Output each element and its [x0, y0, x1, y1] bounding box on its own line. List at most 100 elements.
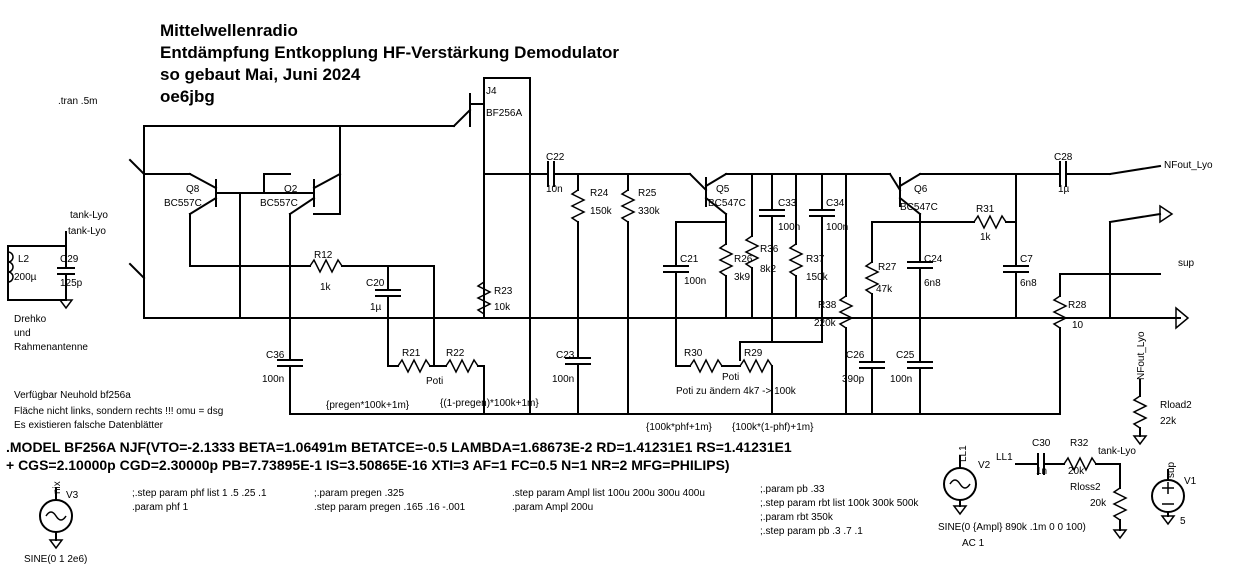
- transistor-q5[interactable]: [688, 172, 773, 245]
- transistor-q6[interactable]: [888, 172, 1061, 223]
- resistor-r24[interactable]: [570, 173, 586, 319]
- r21-poti-label: Poti: [426, 376, 443, 387]
- resistor-rload2[interactable]: [1132, 379, 1148, 446]
- resistor-r27[interactable]: [864, 221, 880, 319]
- resistor-r36[interactable]: [744, 173, 760, 319]
- c30-value: 1n: [1036, 466, 1047, 477]
- r12-value: 1k: [320, 282, 332, 293]
- capacitor-c21[interactable]: [663, 221, 727, 367]
- r26-value: 3k9: [734, 272, 751, 283]
- resistor-r25[interactable]: [620, 173, 636, 415]
- directive-pb-param[interactable]: ;.param pb .33: [760, 484, 825, 495]
- note-poti-change: Poti zu ändern 4k7 -> 100k: [676, 386, 797, 397]
- v3-value: SINE(0 1 2e6): [24, 554, 87, 565]
- c21-value: 100n: [684, 276, 706, 287]
- l2-value: 200µ: [14, 272, 37, 283]
- resistor-r26[interactable]: [718, 243, 734, 319]
- capacitor-c20[interactable]: [375, 265, 401, 367]
- resistor-rloss2[interactable]: [1112, 463, 1128, 540]
- capacitor-c33[interactable]: [739, 173, 785, 343]
- resistor-r38[interactable]: [838, 173, 854, 415]
- capacitor-c23[interactable]: [565, 317, 591, 415]
- ground-rail: [143, 306, 1190, 330]
- directive-pregen-param[interactable]: ;.param pregen .325: [314, 488, 404, 499]
- capacitor-c28[interactable]: [1015, 161, 1162, 267]
- directive-pb-step[interactable]: ;.step param pb .3 .7 .1: [760, 526, 863, 537]
- directive-ampl-step[interactable]: .step param Ampl list 100u 200u 300u 400…: [512, 488, 705, 499]
- r25-name: R25: [638, 188, 657, 199]
- c36-name: C36: [266, 350, 285, 361]
- capacitor-c25[interactable]: [907, 317, 933, 415]
- c22-name: C22: [546, 152, 565, 163]
- net-sup-1: sup: [1178, 258, 1195, 269]
- r38-name: R38: [818, 300, 837, 311]
- directive-rbt-step[interactable]: ;.step param rbt list 100k 300k 500k: [760, 498, 919, 509]
- r24-name: R24: [590, 188, 609, 199]
- resistor-r23[interactable]: [476, 281, 492, 315]
- resistor-r28[interactable]: [1052, 212, 1162, 415]
- capacitor-c7[interactable]: [1003, 265, 1029, 319]
- c23-name: C23: [556, 350, 575, 361]
- capacitor-c26[interactable]: [859, 317, 885, 415]
- capacitor-c24[interactable]: [907, 221, 933, 319]
- r23-name: R23: [494, 286, 513, 297]
- voltage-source-v1[interactable]: [1151, 469, 1185, 526]
- capacitor-c22[interactable]: [483, 161, 691, 187]
- transistor-q8[interactable]: [143, 172, 241, 267]
- c23-value: 100n: [552, 374, 574, 385]
- r22-name: R22: [446, 348, 465, 359]
- voltage-source-v3[interactable]: [39, 487, 73, 550]
- resistor-r32[interactable]: [1063, 456, 1121, 472]
- c29-name: C29: [60, 254, 79, 265]
- r31-name: R31: [976, 204, 995, 215]
- capacitor-c36[interactable]: [277, 317, 303, 415]
- resistor-r31[interactable]: [967, 214, 1017, 230]
- r36-value: 8k2: [760, 264, 777, 275]
- note-drehko-3: Rahmenantenne: [14, 342, 88, 353]
- r32-name: R32: [1070, 438, 1089, 449]
- voltage-source-v2[interactable]: [943, 455, 977, 516]
- directive-phf-param[interactable]: .param phf 1: [132, 502, 189, 513]
- capacitor-c30[interactable]: [1015, 453, 1065, 475]
- c24-name: C24: [924, 254, 943, 265]
- transistor-q2[interactable]: [239, 125, 342, 319]
- model-line-2[interactable]: + CGS=2.10000p CGD=2.30000p PB=7.73895E-…: [6, 457, 730, 473]
- tran-directive[interactable]: .tran .5m: [58, 96, 97, 107]
- v2-ac: AC 1: [962, 538, 985, 549]
- c28-name: C28: [1054, 152, 1073, 163]
- capacitor-c34[interactable]: [771, 173, 835, 343]
- model-line-1[interactable]: .MODEL BF256A NJF(VTO=-2.1333 BETA=1.064…: [6, 439, 792, 455]
- poti-r30-r29[interactable]: [675, 341, 773, 415]
- r32-value: 20k: [1068, 466, 1085, 477]
- note-avail-2: Fläche nicht links, sondern rechts !!! o…: [14, 406, 223, 417]
- directive-ampl-param[interactable]: .param Ampl 200u: [512, 502, 593, 513]
- r26-name: R26: [734, 254, 753, 265]
- directive-phf-step[interactable]: ;.step param phf list 1 .5 .25 .1: [132, 488, 267, 499]
- resistor-r37[interactable]: [788, 173, 804, 319]
- tank-circuit[interactable]: [7, 231, 75, 310]
- j4-value: BF256A: [486, 108, 522, 119]
- directive-pregen-step[interactable]: .step param pregen .165 .16 -.001: [314, 502, 466, 513]
- v3-name: V3: [66, 490, 79, 501]
- r37-value: 150k: [806, 272, 829, 283]
- q5-name: Q5: [716, 184, 730, 195]
- v1-value: 5: [1180, 516, 1186, 527]
- r38-value: 220k: [814, 318, 837, 329]
- note-drehko-1: Drehko: [14, 314, 47, 325]
- jfet-j4[interactable]: [452, 77, 531, 415]
- note-avail-1: Verfügbar Neuhold bf256a: [14, 390, 131, 401]
- poti-r21-r22[interactable]: [387, 358, 485, 415]
- directive-rbt-param[interactable]: ;.param rbt 350k: [760, 512, 834, 523]
- note-pregen-1: {pregen*100k+1m}: [326, 400, 410, 411]
- c24-value: 6n8: [924, 278, 941, 289]
- title-line4: oe6jbg: [160, 87, 215, 106]
- c28-value: 1µ: [1058, 184, 1070, 195]
- net-tank-lyo-1: tank-Lyo: [70, 210, 108, 221]
- note-phf-2: {100k*(1-phf)+1m}: [732, 422, 814, 433]
- net-tank-lyo-3: tank-Lyo: [1098, 446, 1136, 457]
- c33-value: 100n: [778, 222, 800, 233]
- title-line1: Mittelwellenradio: [160, 21, 298, 40]
- net-ll1-2: LL1: [996, 452, 1013, 463]
- c33-name: C33: [778, 198, 797, 209]
- c30-name: C30: [1032, 438, 1051, 449]
